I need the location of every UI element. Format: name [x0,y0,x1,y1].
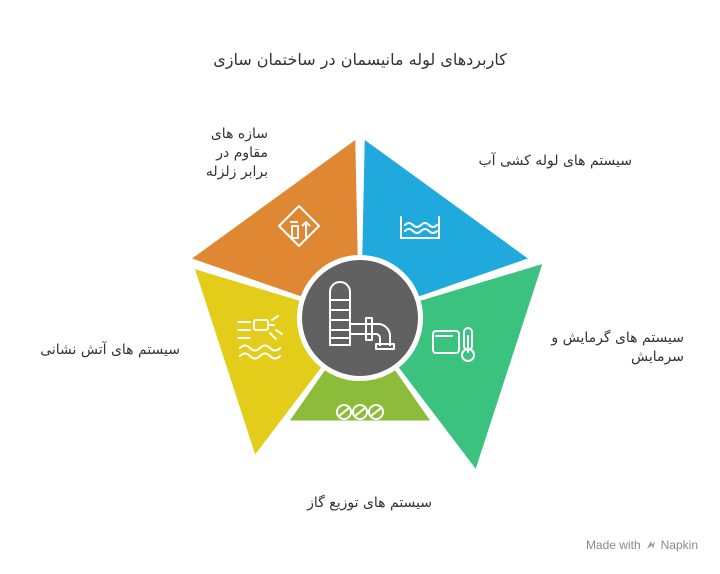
center-hub [298,256,422,380]
diagram-title: کاربردهای لوله مانیسمان در ساختمان سازی [213,50,507,69]
label-hvac: سیستم های گرمایش و سرمایش [551,330,684,365]
earthquake-resistant-icon [278,205,320,247]
fire-sprinkler-icon [237,315,283,360]
made-with-napkin-credit: Made with Napkin [586,538,698,552]
napkin-logo-icon [646,541,655,549]
label-fire: سیستم های آتش نشانی [40,342,180,358]
napkin-brand-text: Napkin [660,538,698,552]
pipe-silo-icon [329,281,395,350]
label-seismic: سازه های مقاوم در برابر زلزله [205,126,268,180]
thermostat-icon [432,327,475,362]
gas-valves-icon [336,404,384,420]
made-with-text: Made with [585,538,641,552]
water-waves-icon [400,216,440,239]
label-gas: سیستم های توزیع گاز [307,495,432,511]
label-water: سیستم های لوله کشی آب [478,153,632,169]
